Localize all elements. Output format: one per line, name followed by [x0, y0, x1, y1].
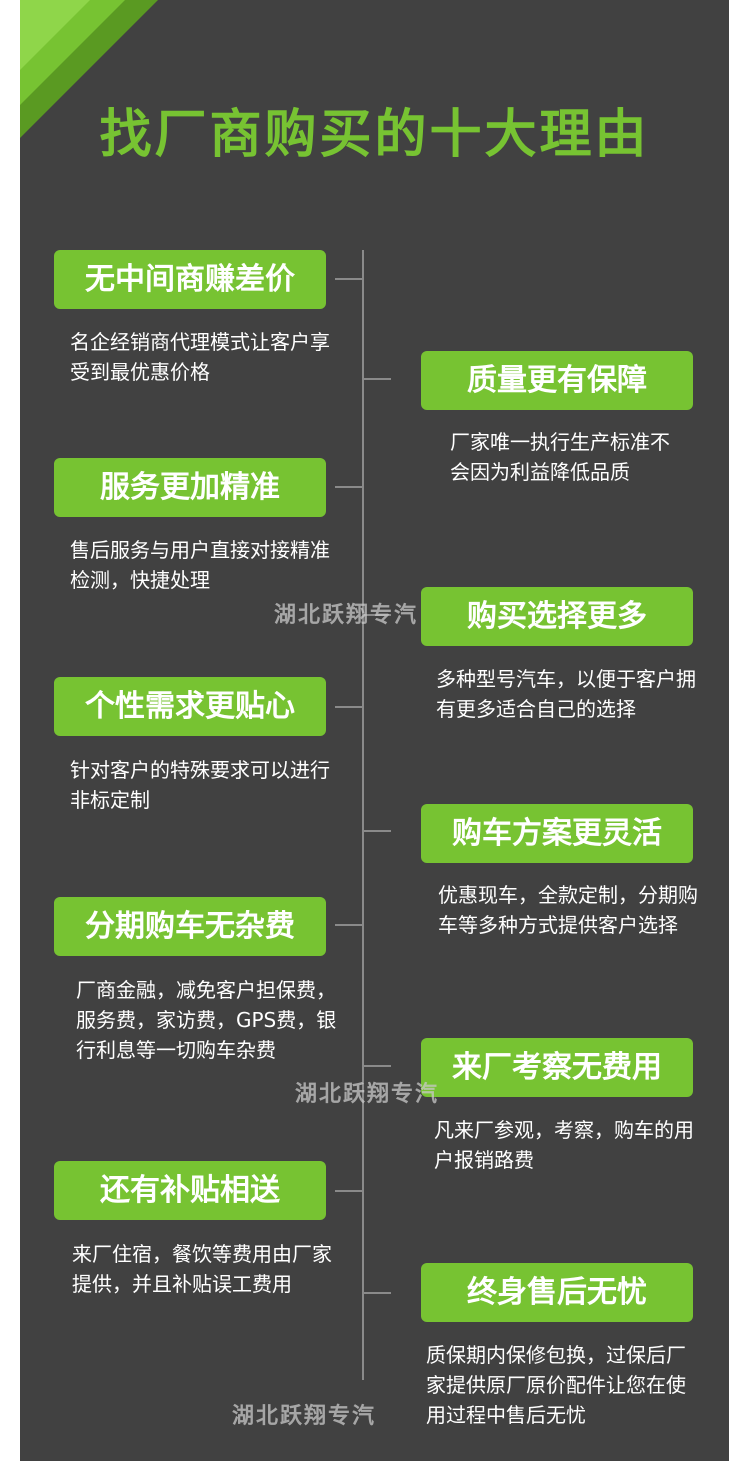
timeline-tick [335, 278, 363, 280]
reason-heading-10: 终身售后无忧 [421, 1263, 693, 1322]
reason-heading-4: 购买选择更多 [421, 587, 693, 646]
reason-heading-1: 无中间商赚差价 [54, 250, 326, 309]
timeline-tick [335, 486, 363, 488]
reason-desc-1: 名企经销商代理模式让客户享受到最优惠价格 [70, 330, 330, 384]
reason-heading-5: 个性需求更贴心 [54, 677, 326, 736]
reason-heading-8: 来厂考察无费用 [421, 1038, 693, 1097]
timeline-tick [335, 924, 363, 926]
reason-desc-3: 售后服务与用户直接对接精准检测，快捷处理 [70, 538, 330, 592]
reason-desc-6: 优惠现车，全款定制，分期购车等多种方式提供客户选择 [438, 883, 698, 937]
timeline-tick [363, 1065, 391, 1067]
timeline-tick [335, 1190, 363, 1192]
timeline-tick [363, 1292, 391, 1294]
watermark: 湖北跃翔专汽 [295, 1082, 440, 1107]
reason-desc-10: 质保期内保修包换，过保后厂家提供原厂原价配件让您在使用过程中售后无忧 [426, 1343, 686, 1427]
watermark: 湖北跃翔专汽 [274, 603, 419, 628]
reason-heading-9: 还有补贴相送 [54, 1161, 326, 1220]
corner-stripes-decoration [20, 0, 158, 138]
reason-desc-8: 凡来厂参观，考察，购车的用户报销路费 [434, 1118, 694, 1172]
page-title: 找厂商购买的十大理由 [99, 105, 650, 165]
reason-desc-9: 来厂住宿，餐饮等费用由厂家提供，并且补贴误工费用 [72, 1242, 332, 1296]
reason-desc-2: 厂家唯一执行生产标准不会因为利益降低品质 [450, 430, 670, 484]
timeline-tick [363, 378, 391, 380]
reason-heading-3: 服务更加精准 [54, 458, 326, 517]
timeline-line [362, 250, 364, 1380]
reasons-panel: 找厂商购买的十大理由 无中间商赚差价 名企经销商代理模式让客户享受到最优惠价格 … [20, 0, 729, 1461]
reason-desc-7: 厂商金融，减免客户担保费，服务费，家访费，GPS费，银行利息等一切购车杂费 [76, 978, 337, 1062]
reason-heading-7: 分期购车无杂费 [54, 897, 326, 956]
watermark: 湖北跃翔专汽 [232, 1404, 377, 1429]
reason-heading-2: 质量更有保障 [421, 351, 693, 410]
timeline-tick [335, 706, 363, 708]
reason-desc-4: 多种型号汽车，以便于客户拥有更多适合自己的选择 [436, 667, 696, 721]
timeline-tick [363, 830, 391, 832]
reason-heading-6: 购车方案更灵活 [421, 804, 693, 863]
reason-desc-5: 针对客户的特殊要求可以进行非标定制 [70, 758, 330, 812]
timeline-tick [363, 614, 391, 616]
